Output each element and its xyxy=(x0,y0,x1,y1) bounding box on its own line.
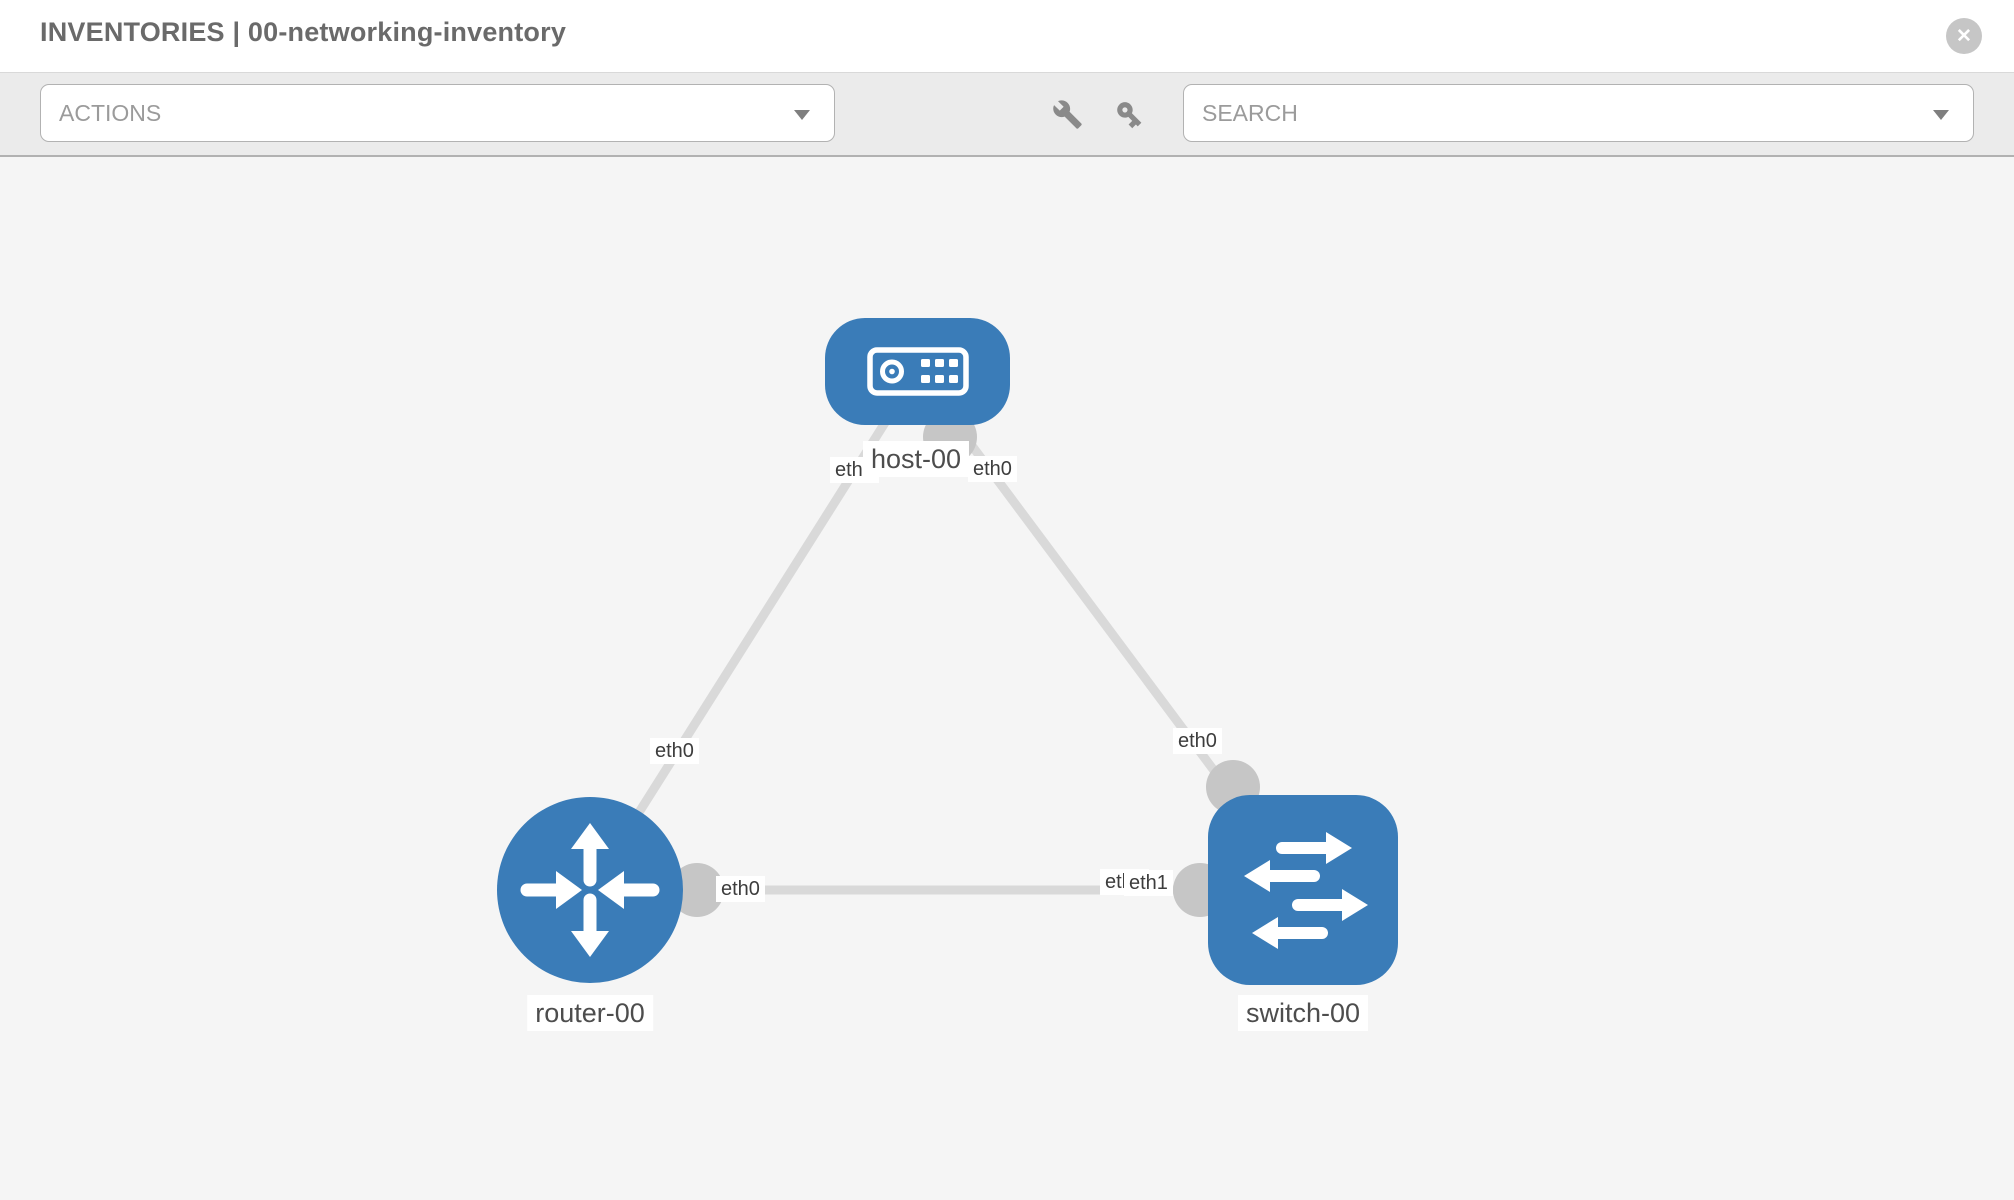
header: INVENTORIES | 00-networking-inventory ✕ xyxy=(0,0,2014,72)
interface-label: eth0 xyxy=(650,738,699,764)
interface-label: eth0 xyxy=(716,876,765,902)
node-label-switch: switch-00 xyxy=(1237,995,1369,1032)
actions-select[interactable]: ACTIONS xyxy=(40,84,835,142)
chevron-down-icon xyxy=(794,110,810,120)
topology-svg xyxy=(497,318,1398,985)
toolbar: ACTIONS xyxy=(0,72,2014,157)
search-select[interactable] xyxy=(1183,84,1974,142)
interface-label: eth0 xyxy=(1173,728,1222,754)
node-switch[interactable] xyxy=(1208,795,1398,985)
topology-canvas[interactable]: eth0 eth0 eth0 eth0 eth0 eth0 eth1 host-… xyxy=(0,157,2014,1200)
key-icon xyxy=(1116,101,1141,128)
chevron-down-icon xyxy=(1933,110,1949,120)
interface-label: eth0 xyxy=(968,456,1017,482)
close-button[interactable]: ✕ xyxy=(1946,18,1982,54)
x-circle-icon: ✕ xyxy=(1956,25,1972,47)
host-icon xyxy=(867,347,969,396)
node-host[interactable] xyxy=(825,318,1010,425)
interface-label-overlap: eth0 eth1 xyxy=(1100,869,1220,897)
credentials-button[interactable] xyxy=(1110,95,1148,133)
node-label-host: host-00 xyxy=(862,441,970,478)
interface-label: eth1 xyxy=(1124,870,1173,896)
page-title: INVENTORIES | 00-networking-inventory xyxy=(40,17,567,47)
interface-port-router xyxy=(670,863,724,917)
node-label-router: router-00 xyxy=(527,995,653,1032)
actions-select-label: ACTIONS xyxy=(59,100,162,126)
search-input[interactable] xyxy=(1202,86,1902,140)
router-icon xyxy=(520,823,660,957)
wrench-icon xyxy=(1052,99,1082,129)
configure-button[interactable] xyxy=(1048,95,1086,133)
switch-icon xyxy=(1244,832,1368,949)
interface-ports xyxy=(670,410,1260,917)
node-router[interactable] xyxy=(497,797,683,983)
